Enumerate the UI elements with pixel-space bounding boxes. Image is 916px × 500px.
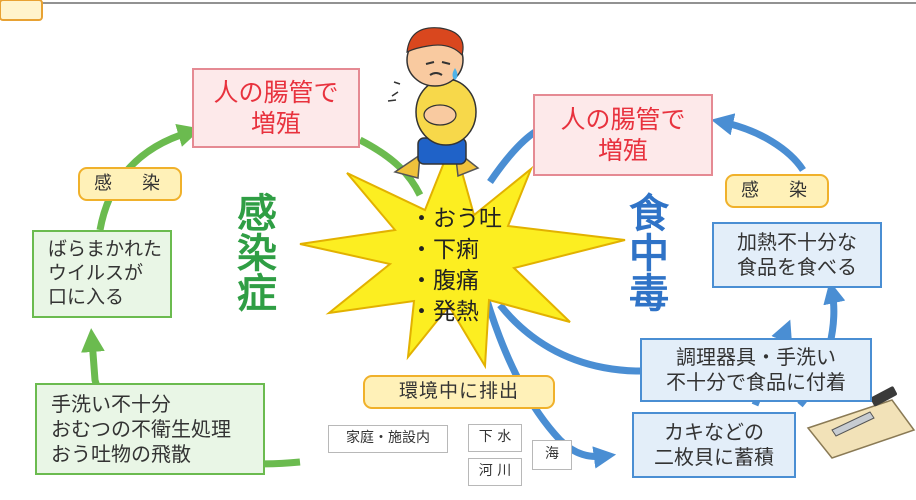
right-infection-tag: 感 染 xyxy=(725,174,829,208)
left-intestine-box: 人の腸管で 増殖 xyxy=(192,68,360,148)
oyster-box: カキなどの 二枚貝に蓄積 xyxy=(632,412,796,478)
symptom-item: おう吐 xyxy=(410,204,502,235)
place-home: 家庭・施設内 xyxy=(328,425,448,453)
right-intestine-box: 人の腸管で 増殖 xyxy=(533,94,713,176)
place-river: 河 川 xyxy=(468,458,522,486)
utensils-box: 調理器具・手洗い 不十分で食品に付着 xyxy=(640,338,872,402)
left-infection-tag: 感 染 xyxy=(78,167,182,201)
virus-mouth-box: ばらまかれた ウイルスが 口に入る xyxy=(32,230,172,318)
food-poisoning-title: 食中毒 xyxy=(622,192,668,312)
infection-title: 感染症 xyxy=(230,192,276,312)
place-sea: 海 xyxy=(532,440,572,470)
symptom-item: 腹痛 xyxy=(410,266,502,297)
corner-tab xyxy=(0,0,43,21)
cutting-board-illustration xyxy=(806,386,916,459)
spread-causes-box: 手洗い不十分 おむつの不衛生処理 おう吐物の飛散 xyxy=(35,383,265,475)
blue-arrow-intestine-to-center xyxy=(487,129,538,184)
symptom-item: 下痢 xyxy=(410,235,502,266)
green-arrow-intestine-to-center xyxy=(358,136,424,197)
sick-child-illustration xyxy=(387,27,480,179)
undercooked-food-box: 加熱不十分な 食品を食べる xyxy=(712,222,882,288)
blue-arrow-infection-to-intestine xyxy=(711,113,806,173)
place-sewer: 下 水 xyxy=(468,424,522,452)
symptom-item: 発熱 xyxy=(410,297,502,328)
symptom-list: おう吐 下痢 腹痛 発熱 xyxy=(410,204,502,328)
excretion-label: 環境中に排出 xyxy=(363,375,555,409)
